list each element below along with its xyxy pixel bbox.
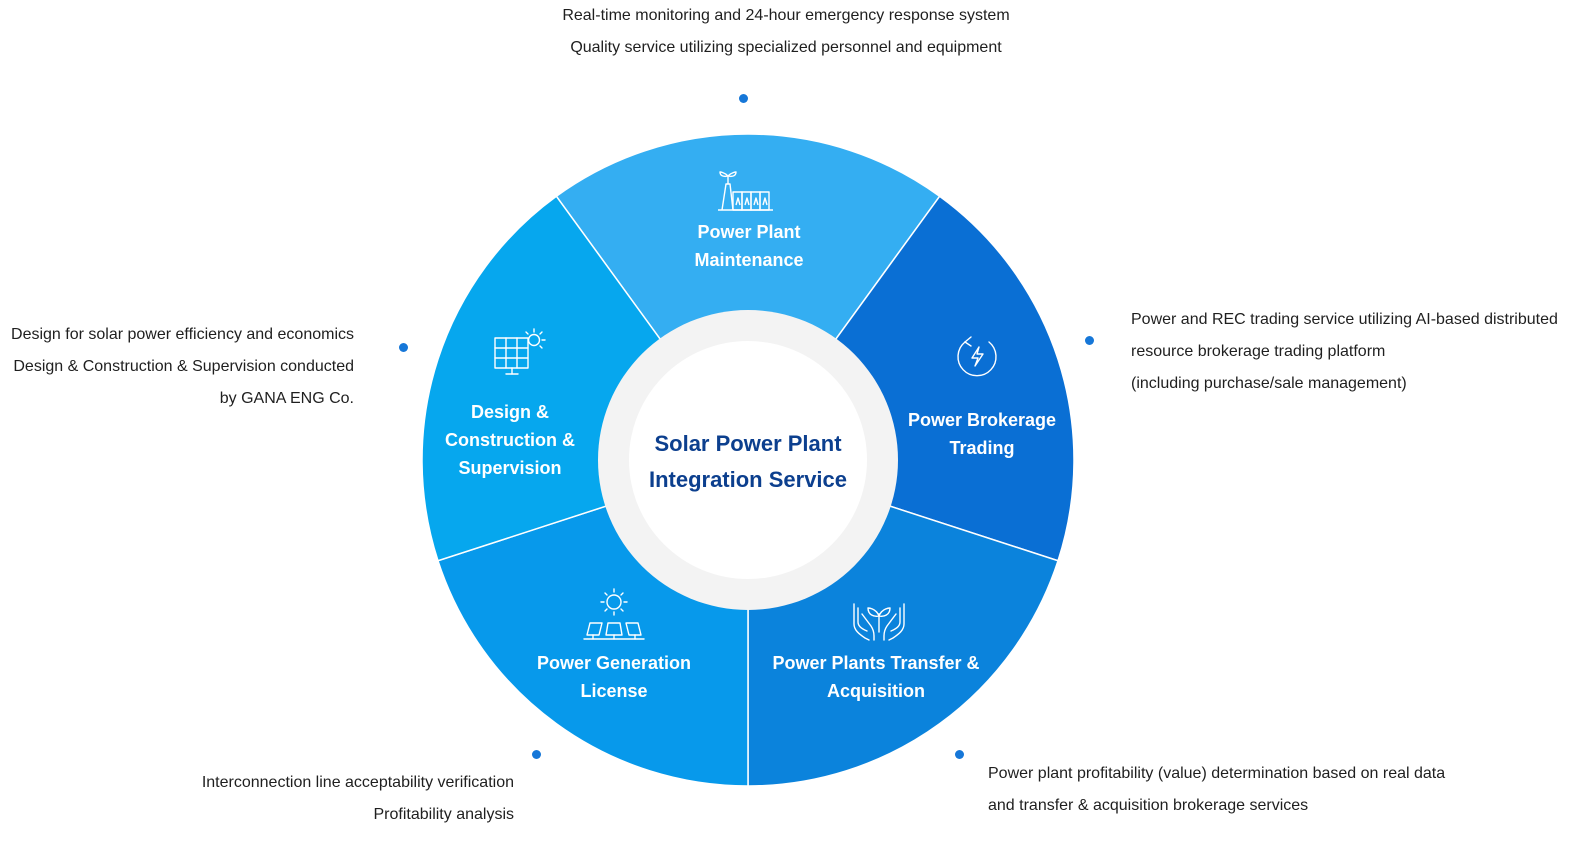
description-line: Power plant profitability (value) determ… [988,765,1446,782]
segment-label-transfer: Acquisition [827,681,925,701]
description-license: Interconnection line acceptability verif… [202,767,514,831]
description-line: Design for solar power efficiency and ec… [11,326,354,343]
segment-label-license: Power Generation [537,653,691,673]
description-line: Design & Construction & Supervision cond… [13,358,354,375]
segment-label-transfer: Power Plants Transfer & [772,653,979,673]
pointer-dot-transfer [955,750,964,759]
center-title-line-1: Solar Power Plant [654,431,842,456]
sun-solar-panels-icon [583,588,645,640]
segment-maintenance [555,133,941,462]
center-title-line-2: Integration Service [649,467,847,492]
description-line: Quality service utilizing specialized pe… [570,39,1002,56]
pointer-dot-design [399,343,408,352]
description-line: Profitability analysis [373,806,515,823]
segment-label-design: Construction & [445,430,575,450]
segment-label-brokerage: Trading [949,438,1014,458]
description-design: Design for solar power efficiency and ec… [11,319,354,415]
description-line: resource brokerage trading platform [1131,343,1386,360]
description-transfer: Power plant profitability (value) determ… [988,758,1445,822]
segment-label-maintenance: Maintenance [694,250,803,270]
segment-label-license: License [580,681,647,701]
segment-label-design: Design & [471,402,549,422]
description-maintenance: Real-time monitoring and 24-hour emergen… [0,0,1572,64]
hands-sprout-icon [853,603,905,641]
description-line: (including purchase/sale management) [1131,375,1407,392]
segment-label-brokerage: Power Brokerage [908,410,1056,430]
pointer-dot-maintenance [739,94,748,103]
lightning-cycle-icon [957,336,997,377]
description-line: Power and REC trading service utilizing … [1131,311,1558,328]
description-brokerage: Power and REC trading service utilizing … [1131,304,1558,400]
segment-label-maintenance: Power Plant [697,222,800,242]
pointer-dot-license [532,750,541,759]
description-line: and transfer & acquisition brokerage ser… [988,797,1309,814]
description-line: by GANA ENG Co. [219,390,354,407]
description-line: Real-time monitoring and 24-hour emergen… [562,7,1010,24]
segment-label-design: Supervision [458,458,561,478]
power-plant-icon [718,171,773,211]
pointer-dot-brokerage [1085,336,1094,345]
description-line: Interconnection line acceptability verif… [201,774,514,791]
center-disc [629,341,867,579]
solar-panel-sun-icon [494,328,546,375]
